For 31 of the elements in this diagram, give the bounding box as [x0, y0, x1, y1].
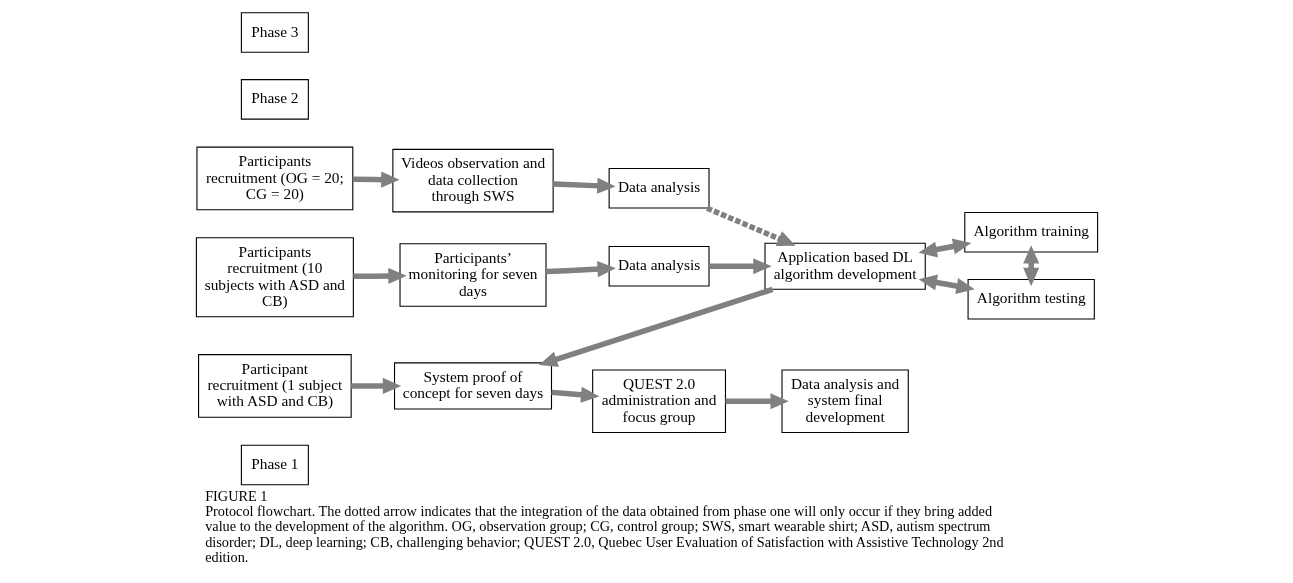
node-box: Data analysis and system final development	[780, 369, 909, 434]
arrow	[545, 261, 616, 278]
node-box: System proof of concept for seven days	[393, 362, 552, 410]
arrow	[725, 393, 789, 410]
arrow	[705, 205, 796, 246]
node-box: Participants recruitment (10 subjects with ASD and CB)	[195, 237, 354, 318]
node-box: Application based DL algorithm development	[763, 242, 926, 290]
arrow	[350, 377, 401, 394]
arrow	[918, 274, 975, 294]
node-box: Data analysis	[608, 245, 710, 287]
node-box: Participants recruitment (OG = 20; CG = 20)	[195, 146, 353, 211]
arrow	[550, 386, 599, 403]
node-box: Phase 3	[240, 12, 309, 53]
arrow	[1022, 245, 1039, 287]
node-box: Data analysis	[608, 168, 710, 209]
arrow	[538, 286, 773, 367]
arrow	[708, 258, 772, 275]
node-box: Phase 2	[240, 79, 309, 120]
node-box: Participants’ monitoring for seven days	[398, 243, 547, 307]
arrow	[918, 238, 971, 258]
node-box: Phase 1	[240, 444, 309, 486]
diagram-title: FIGURE 1	[204, 487, 267, 504]
node-box: QUEST 2.0 administration and focus group	[591, 369, 726, 434]
node-box: Algorithm training	[963, 211, 1098, 253]
node-box: Participant recruitment (1 subject with ASD and CB)	[197, 354, 352, 418]
node-box: Videos observation and data collection through SWS	[391, 148, 554, 213]
arrow	[352, 171, 399, 188]
arrow	[552, 177, 616, 194]
node-box: Algorithm testing	[967, 278, 1095, 320]
caption: Protocol flowchart. The dotted arrow indicates that the integration of the data obtained from phase one will only occur if they bring added value to the development of the algorithm. OG, observation group; CG, control group; SWS, smart wearable shirt; ASD, autism spectrum disorder; DL, deep learning; CB, challenging behavior; QUEST 2.0, Quebec User Evaluation of Satisfaction with Assistive Technology 2nd edition.	[204, 502, 1004, 565]
arrow	[352, 267, 407, 284]
